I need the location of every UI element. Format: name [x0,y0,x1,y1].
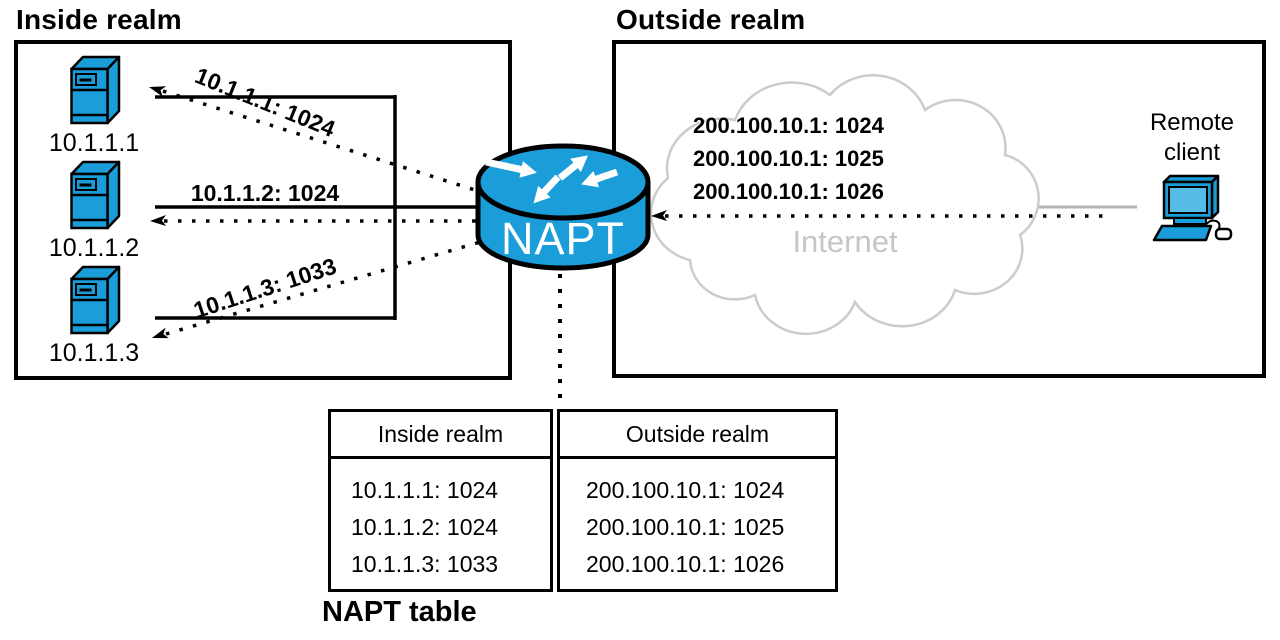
solid-link-lines [155,95,480,320]
outside-flow-labels: 200.100.10.1: 1024 200.100.10.1: 1025 20… [693,109,884,208]
internet-cloud [649,74,1040,336]
outside-flow-label: 200.100.10.1: 1025 [693,146,884,171]
table-cell: 10.1.1.3: 1033 [351,551,499,577]
router-arrows [485,155,619,204]
outside-flow-label: 200.100.10.1: 1026 [693,179,884,204]
internet-cloud-label: Internet [792,224,898,259]
table-cell: 10.1.1.1: 1024 [351,477,499,503]
napt-table-caption: NAPT table [322,596,477,628]
table-cell: 200.100.10.1: 1026 [586,551,785,577]
router-label: NAPT [501,213,625,264]
table-body-outside: 200.100.10.1: 1024 200.100.10.1: 1025 20… [560,459,835,583]
table-cell: 200.100.10.1: 1024 [586,477,785,503]
inside-flow-label: 10.1.1.2: 1024 [190,180,340,206]
inside-realm-title: Inside realm [16,4,182,35]
table-cell: 200.100.10.1: 1025 [586,514,785,540]
table-body-inside: 10.1.1.1: 1024 10.1.1.2: 1024 10.1.1.3: … [331,459,550,583]
napt-table-inside-column: Inside realm 10.1.1.1: 1024 10.1.1.2: 10… [328,409,553,592]
outside-flow-label: 200.100.10.1: 1024 [693,113,884,138]
napt-router-icon: NAPT [475,143,651,271]
outside-realm-title: Outside realm [616,4,806,35]
flow-arrowheads [149,86,667,339]
server-ip-label: 10.1.1.2 [48,234,140,262]
server-ip-label: 10.1.1.3 [48,339,140,367]
server-icon [70,55,121,125]
table-header-outside: Outside realm [560,412,835,459]
napt-table-outside-column: Outside realm 200.100.10.1: 1024 200.100… [557,409,838,592]
table-header-inside: Inside realm [331,412,550,459]
server-ip-label: 10.1.1.1 [48,129,140,157]
server-icon [70,160,121,230]
dotted-flow-lines [162,89,1112,336]
server-icon [70,265,121,335]
remote-client-computer-icon [1152,174,1233,242]
remote-client-label: Remote client [1149,109,1235,166]
table-cell: 10.1.1.2: 1024 [351,514,499,540]
